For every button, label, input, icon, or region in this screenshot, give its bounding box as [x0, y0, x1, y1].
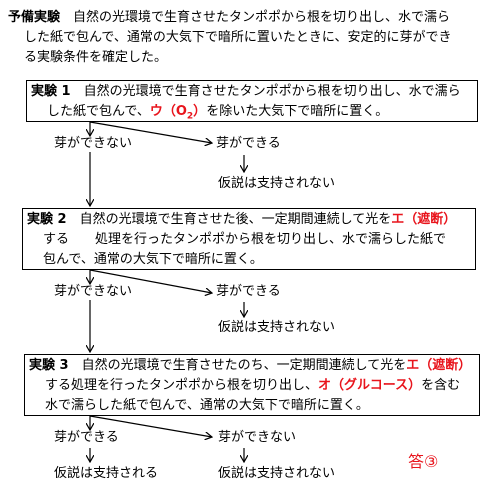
experiment-3-line-1: 実験 3 自然の光環境で生育させたのち、一定期間連続して光をエ（遮断）	[29, 356, 475, 376]
experiment-3-right-conclusion: 仮説は支持されない	[218, 466, 336, 481]
exp3-arrow-diagonal	[89, 415, 212, 437]
exp1-arrow-diagonal	[89, 121, 212, 143]
experiment-2-left-result: 芽ができない	[54, 284, 133, 299]
experiment-3-line-2: する処理を行ったタンポポから根を切り出し、オ（グルコース）を含む	[29, 376, 475, 396]
experiment-3-left-result: 芽ができる	[54, 430, 119, 445]
intro-line-1: 予備実験 自然の光環境で生育させたタンポポから根を切り出し、水で濡ら	[8, 8, 494, 28]
intro-line-3: る実験条件を確定した。	[24, 50, 168, 65]
experiment-3-condition-o: オ（グルコース）	[318, 378, 422, 393]
experiment-3-condition-e: エ（遮断）	[406, 358, 472, 373]
experiment-1-right-result: 芽ができる	[216, 136, 281, 151]
answer-label: 答③	[408, 452, 439, 471]
experiment-3-text-1: 自然の光環境で生育させたのち、一定期間連続して光を	[81, 358, 407, 373]
experiment-2-right-result: 芽ができる	[216, 284, 281, 299]
experiment-1-line-1: 実験 1 自然の光環境で生育させたタンポポから根を切り出し、水で濡ら	[31, 82, 473, 102]
experiment-1-line-2: した紙で包んで、ウ（O2）を除いた大気下で暗所に置く。	[31, 102, 473, 127]
experiment-3-left-conclusion: 仮説は支持される	[54, 466, 159, 481]
exp2-arrow-diagonal	[89, 269, 212, 293]
experiment-2-line-2: する 処理を行ったタンポポから根を切り出し、水で濡らした紙で	[43, 232, 447, 247]
experiment-3-title: 実験 3	[29, 358, 69, 373]
intro-line-2: した紙で包んで、通常の大気下で暗所に置いたときに、安定的に芽ができ	[24, 30, 452, 45]
experiment-1-conclusion: 仮説は支持されない	[218, 176, 336, 191]
experiment-2-box: 実験 2 自然の光環境で生育させた後、一定期間連続して光をエ（遮断） する 処理…	[22, 208, 476, 270]
experiment-1-condition-u: ウ（O2）	[149, 104, 207, 122]
experiment-3-text-2a: する処理を行ったタンポポから根を切り出し、	[45, 378, 319, 393]
experiment-2-conclusion: 仮説は支持されない	[218, 320, 336, 335]
experiment-1-text-2a: した紙で包んで、	[47, 104, 150, 119]
intro-title: 予備実験	[8, 10, 61, 25]
experiment-2-line-1: 実験 2 自然の光環境で生育させた後、一定期間連続して光をエ（遮断）	[27, 210, 471, 230]
experiment-2-text-1: 自然の光環境で生育させた後、一定期間連続して光を	[79, 212, 392, 227]
experiment-1-box: 実験 1 自然の光環境で生育させたタンポポから根を切り出し、水で濡ら した紙で包…	[26, 80, 478, 122]
experiment-3-box: 実験 3 自然の光環境で生育させたのち、一定期間連続して光をエ（遮断） する処理…	[24, 354, 480, 416]
experiment-1-title: 実験 1	[31, 84, 71, 99]
experiment-3-right-result: 芽ができない	[218, 430, 297, 445]
experiment-3-text-2b: を含む	[421, 378, 461, 393]
experiment-3-line-3: 水で濡らした紙で包んで、通常の大気下で暗所に置く。	[45, 398, 369, 413]
experiment-1-left-result: 芽ができない	[54, 136, 133, 151]
intro-paragraph: 予備実験 自然の光環境で生育させたタンポポから根を切り出し、水で濡ら した紙で包…	[8, 8, 494, 68]
experiment-2-title: 実験 2	[27, 212, 67, 227]
experiment-2-line-3: 包んで、通常の大気下で暗所に置く。	[43, 252, 263, 267]
experiment-2-condition-e: エ（遮断）	[391, 212, 457, 227]
experiment-1-text-2b: を除いた大気下で暗所に置く。	[206, 104, 389, 119]
experiment-1-text-1: 自然の光環境で生育させたタンポポから根を切り出し、水で濡ら	[83, 84, 461, 99]
intro-text-1: 自然の光環境で生育させたタンポポから根を切り出し、水で濡ら	[73, 10, 451, 25]
